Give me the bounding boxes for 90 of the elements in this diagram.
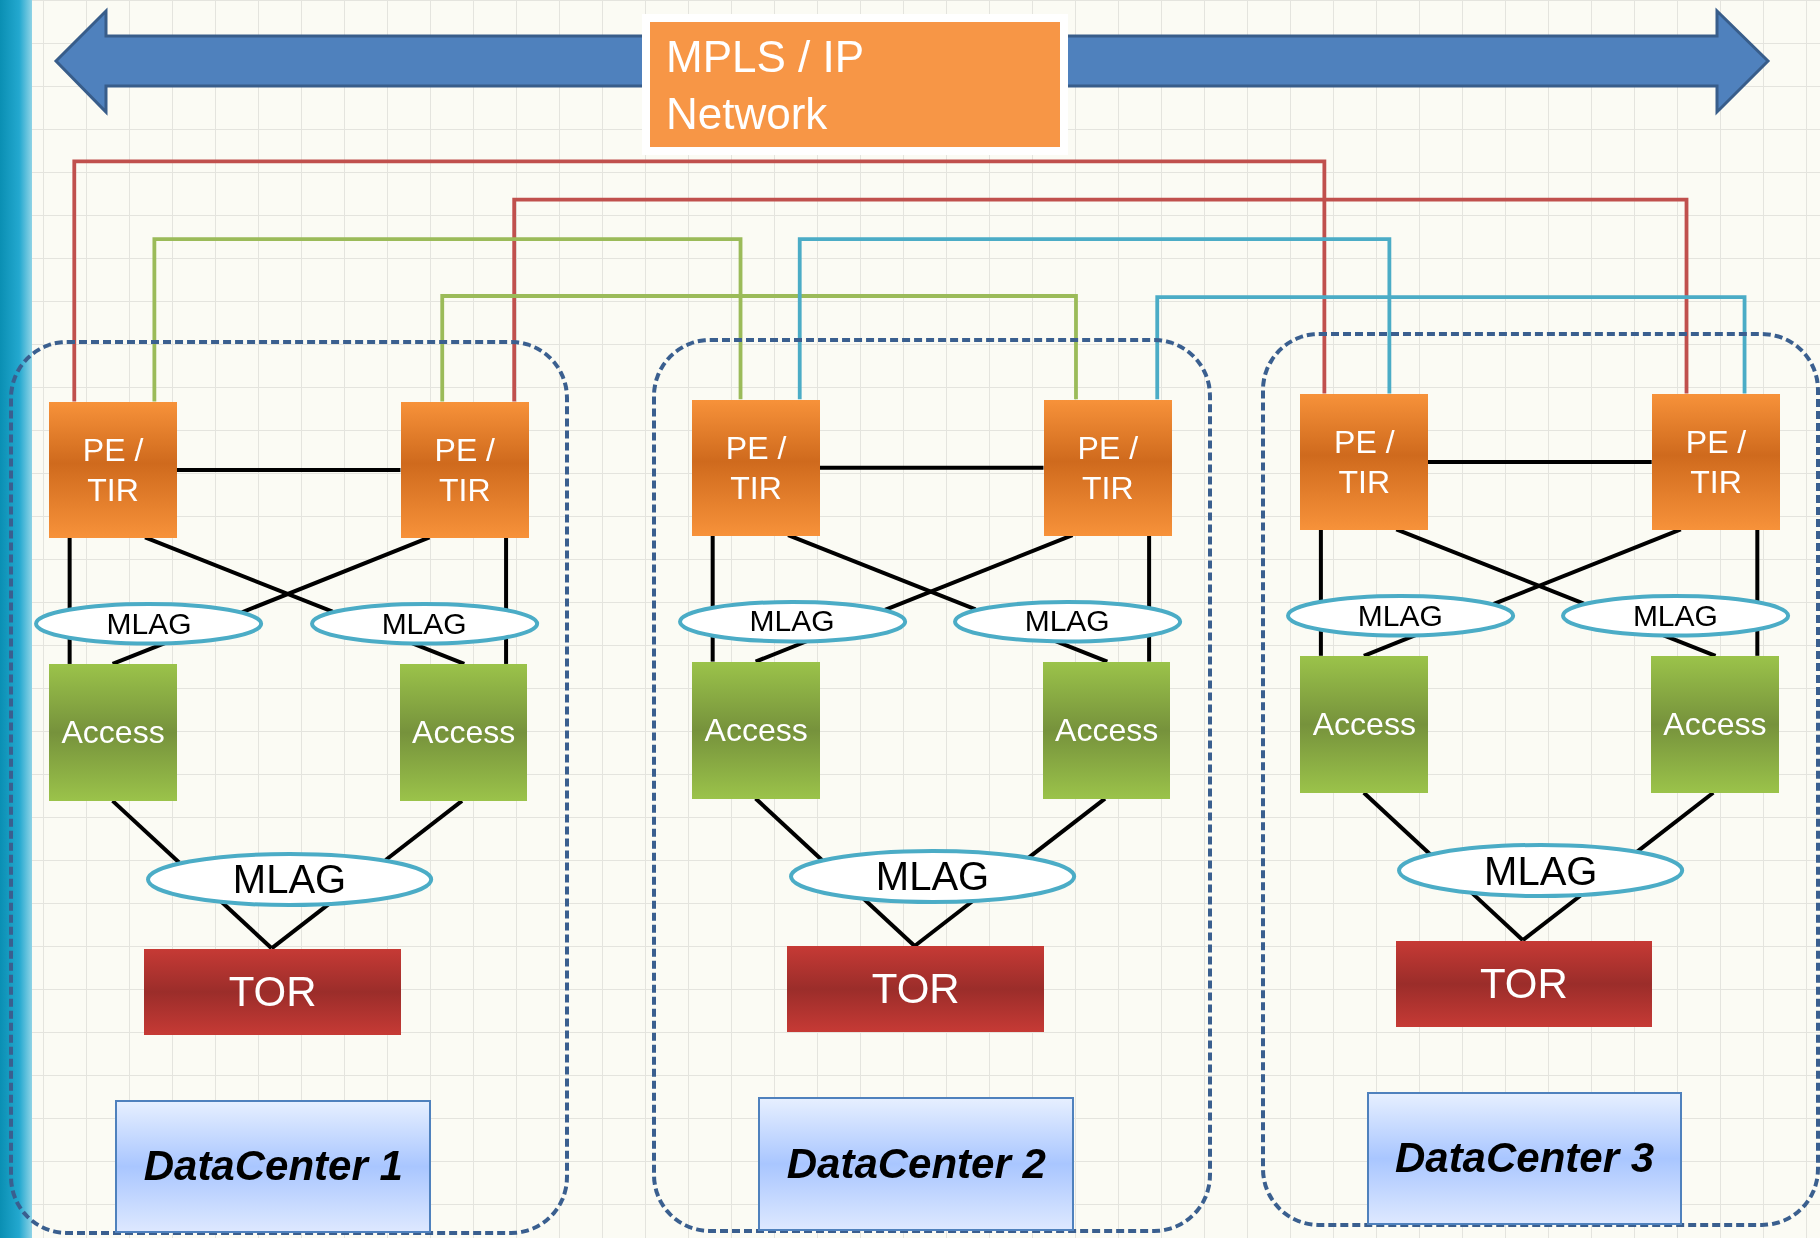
pe-router-box xyxy=(1652,393,1780,530)
access-switch-box xyxy=(1042,662,1171,800)
connector-line xyxy=(1427,459,1652,464)
connector-line xyxy=(1492,527,1682,606)
tor-switch-box xyxy=(787,946,1044,1033)
node-label: TOR xyxy=(1479,959,1568,1008)
node-label: MLAG xyxy=(1024,604,1110,639)
link-line xyxy=(152,237,743,402)
datacenter-boundary xyxy=(652,337,1212,1233)
node-label: PE / TIR xyxy=(1333,422,1396,502)
connector-line xyxy=(111,799,181,865)
node-label: PE / TIR xyxy=(1684,422,1748,502)
link-line xyxy=(440,294,1078,402)
access-switch-box xyxy=(399,664,528,802)
connector-line xyxy=(884,533,1074,612)
link-line xyxy=(1155,295,1747,400)
connector-line xyxy=(1318,529,1323,602)
connector-line xyxy=(710,535,715,607)
datacenter-label-box xyxy=(1366,1091,1683,1225)
node-label: MLAG xyxy=(381,606,467,641)
connector-line xyxy=(787,533,977,612)
connector-line xyxy=(1755,529,1760,602)
pe-router-box xyxy=(692,399,820,536)
pe-router-box xyxy=(1300,393,1429,530)
mlag-ellipse xyxy=(954,601,1180,642)
node-label: Access xyxy=(1312,706,1416,744)
connector-line xyxy=(1362,791,1432,856)
node-label: PE / TIR xyxy=(81,431,145,510)
mlag-ellipse xyxy=(1399,845,1683,897)
connector-line xyxy=(144,535,334,614)
node-label: MPLS / IP Network xyxy=(666,30,865,140)
tor-switch-box xyxy=(1395,940,1653,1027)
connector-line xyxy=(384,799,464,862)
connector-line xyxy=(67,537,72,610)
node-label: MLAG xyxy=(1357,598,1443,633)
pe-router-box xyxy=(49,402,177,538)
node-label: MLAG xyxy=(875,854,990,900)
datacenter-label-box xyxy=(758,1097,1075,1231)
mlag-ellipse xyxy=(1287,595,1513,636)
node-label: MLAG xyxy=(1632,598,1718,633)
connector-line xyxy=(176,468,401,473)
node-label: MLAG xyxy=(232,856,347,902)
connector-line xyxy=(1755,628,1760,656)
connector-line xyxy=(241,535,431,615)
link-line xyxy=(512,197,1689,402)
connector-line xyxy=(1318,629,1323,656)
connector-line xyxy=(754,797,824,862)
node-label: Access xyxy=(61,714,165,752)
node-label: PE / TIR xyxy=(724,428,788,508)
mlag-ellipse xyxy=(1562,595,1788,636)
link-line xyxy=(797,237,1392,400)
node-label: MLAG xyxy=(106,606,192,641)
mlag-ellipse xyxy=(790,851,1075,903)
connector-line xyxy=(504,537,509,610)
connector-line xyxy=(67,637,72,664)
mlag-ellipse xyxy=(36,604,262,644)
datacenter-label-box xyxy=(115,1099,432,1234)
node-label: Access xyxy=(412,714,516,752)
mlag-ellipse xyxy=(679,601,905,642)
node-label: DataCenter 3 xyxy=(1393,1133,1656,1184)
node-label: Access xyxy=(1055,712,1159,750)
node-label: Access xyxy=(704,712,808,750)
pe-router-box xyxy=(1043,399,1172,536)
node-label: DataCenter 2 xyxy=(785,1138,1047,1189)
connector-line xyxy=(819,465,1044,470)
connector-line xyxy=(710,635,715,662)
node-label: PE / TIR xyxy=(433,431,496,510)
link-line xyxy=(72,159,1327,402)
access-switch-box xyxy=(1300,656,1429,794)
connector-line xyxy=(1395,527,1585,606)
access-switch-box xyxy=(1651,656,1779,794)
node-label: PE / TIR xyxy=(1076,428,1140,508)
connector-line xyxy=(504,636,509,664)
node-label: DataCenter 1 xyxy=(142,1141,404,1192)
connector-line xyxy=(1147,535,1152,608)
mlag-ellipse xyxy=(147,853,432,905)
node-label: Access xyxy=(1663,706,1767,744)
node-label: MLAG xyxy=(749,604,835,639)
datacenter-boundary xyxy=(9,340,569,1235)
pe-router-box xyxy=(400,402,529,538)
tor-switch-box xyxy=(144,948,401,1035)
datacenter-boundary xyxy=(1260,331,1820,1227)
node-label: TOR xyxy=(871,965,960,1014)
node-label: MLAG xyxy=(1484,848,1598,894)
node-label: TOR xyxy=(228,967,317,1016)
mlag-ellipse xyxy=(311,604,537,644)
connector-line xyxy=(1147,634,1152,662)
connector-line xyxy=(1635,791,1715,854)
access-switch-box xyxy=(49,664,177,802)
access-switch-box xyxy=(692,662,820,800)
